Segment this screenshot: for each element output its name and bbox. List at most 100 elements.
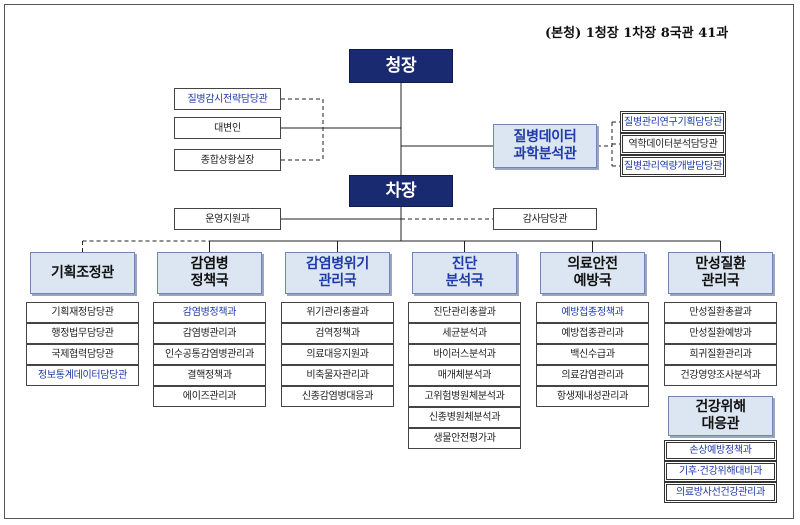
bureau-box: 기획조정관 (30, 252, 135, 294)
bureau-box-line: 감염병 (190, 256, 229, 273)
division-box: 세균분석과 (408, 323, 521, 344)
bureau-box-line: 예방국 (573, 273, 612, 289)
division-box: 감염병관리과 (153, 323, 266, 344)
data-office-member-box-label: 질병관리역량개발담당관 (624, 160, 722, 172)
commissioner-staff-box: 종합상황실장 (174, 149, 281, 171)
division-box: 의료대응지원과 (281, 344, 394, 365)
division-box-label: 백신수급과 (570, 349, 615, 360)
bureau-box-line: 의료안전 (567, 256, 618, 273)
division-box: 위기관리총괄과 (281, 302, 394, 323)
division-box: 매개체분석과 (408, 365, 521, 386)
division-box: 정보통계데이터담당관 (26, 365, 139, 386)
bureau-box-line: 분석국 (445, 273, 484, 289)
division-box-label: 의료대응지원과 (306, 349, 369, 360)
division-box-label: 감염병정책과 (182, 307, 237, 318)
sub-division-box-label: 손상예방정책과 (689, 445, 752, 456)
division-box: 감염병정책과 (153, 302, 266, 323)
sub-division-box: 손상예방정책과 (664, 440, 777, 461)
data-science-office-box-line: 질병데이터 (513, 129, 577, 146)
division-box: 진단관리총괄과 (408, 302, 521, 323)
audit-office-box: 감사담당관 (493, 208, 597, 230)
division-box: 항생제내성관리과 (536, 386, 649, 407)
division-box: 신종병원체분석과 (408, 407, 521, 428)
bureau-box-line: 감염병위기 (306, 256, 369, 273)
division-box: 검역정책과 (281, 323, 394, 344)
commissioner-staff-box-label: 종합상황실장 (200, 154, 255, 166)
division-box-label: 만성질환예방과 (689, 328, 752, 339)
commissioner-staff-box-label: 대변인 (214, 122, 241, 134)
audit-office-box-label: 감사담당관 (522, 213, 568, 225)
division-box-label: 만성질환총괄과 (689, 307, 752, 318)
division-box: 국제협력담당관 (26, 344, 139, 365)
data-office-member-box: 질병관리역량개발담당관 (620, 155, 726, 177)
division-box: 기획재정담당관 (26, 302, 139, 323)
division-box-label: 에이즈관리과 (182, 391, 237, 402)
division-box: 건강영양조사분석과 (664, 365, 777, 386)
division-box-label: 항생제내성관리과 (556, 391, 629, 402)
bureau-box-line: 정책국 (190, 273, 229, 289)
division-box-label: 매개체분석과 (437, 370, 492, 381)
bureau-box-line: 진단 (451, 256, 478, 273)
division-box-label: 신종감염병대응과 (301, 391, 374, 402)
commissioner-staff-box-label: 질병감시전략담당관 (187, 93, 268, 105)
division-box: 만성질환예방과 (664, 323, 777, 344)
division-box-label: 생물안전평가과 (433, 433, 496, 444)
division-box-label: 검역정책과 (315, 328, 360, 339)
data-office-member-box-label: 역학데이터분석담당관 (628, 138, 718, 150)
commissioner-staff-box: 질병감시전략담당관 (174, 88, 281, 110)
division-box: 결핵정책과 (153, 365, 266, 386)
division-box-label: 위기관리총괄과 (306, 307, 369, 318)
sub-division-box: 기후·건강위해대비과 (664, 461, 777, 482)
division-box-label: 인수공통감염병관리과 (164, 349, 254, 360)
sub-bureau-box-line: 대응관 (701, 416, 740, 432)
sub-bureau-box-line: 건강위해 (695, 399, 746, 416)
division-box-label: 행정법무담당관 (51, 328, 114, 339)
commissioner-box: 청장 (349, 49, 453, 83)
division-box: 만성질환총괄과 (664, 302, 777, 323)
division-box-label: 희귀질환관리과 (689, 349, 752, 360)
division-box: 백신수급과 (536, 344, 649, 365)
division-box-label: 감염병관리과 (182, 328, 237, 339)
division-box: 행정법무담당관 (26, 323, 139, 344)
division-box: 에이즈관리과 (153, 386, 266, 407)
division-box: 의료감염관리과 (536, 365, 649, 386)
division-box: 희귀질환관리과 (664, 344, 777, 365)
sub-division-box-label: 의료방사선건강관리과 (675, 487, 765, 498)
operations-support-box: 운영지원과 (174, 208, 281, 230)
division-box-label: 결핵정책과 (187, 370, 232, 381)
division-box: 비축물자관리과 (281, 365, 394, 386)
bureau-box-line: 기획조정관 (51, 264, 114, 281)
division-box: 고위험병원체분석과 (408, 386, 521, 407)
bureau-box-line: 만성질환 (695, 256, 746, 273)
org-summary-title: (본청) 1청장 1차장 8국관 41과 (545, 26, 729, 41)
division-box: 인수공통감염병관리과 (153, 344, 266, 365)
division-box-label: 국제협력담당관 (51, 349, 114, 360)
data-office-member-box: 역학데이터분석담당관 (620, 133, 726, 155)
division-box-label: 정보통계데이터담당관 (37, 370, 127, 381)
division-box: 신종감염병대응과 (281, 386, 394, 407)
division-box-label: 예방접종관리과 (561, 328, 624, 339)
division-box: 바이러스분석과 (408, 344, 521, 365)
division-box-label: 건강영양조사분석과 (680, 370, 761, 381)
vice-commissioner-box: 차장 (349, 175, 453, 207)
org-chart-frame (4, 4, 794, 519)
division-box-label: 세균분석과 (442, 328, 487, 339)
division-box-label: 기획재정담당관 (51, 307, 114, 318)
division-box: 예방접종관리과 (536, 323, 649, 344)
division-box-label: 바이러스분석과 (433, 349, 496, 360)
division-box: 예방접종정책과 (536, 302, 649, 323)
division-box-label: 진단관리총괄과 (433, 307, 496, 318)
data-office-member-box: 질병관리연구기획담당관 (620, 111, 726, 133)
data-science-office-box-line: 과학분석관 (513, 146, 577, 162)
data-office-member-box-label: 질병관리연구기획담당관 (624, 116, 722, 128)
division-box-label: 예방접종정책과 (561, 307, 624, 318)
bureau-box-line: 관리국 (701, 273, 740, 289)
bureau-box-line: 관리국 (318, 273, 357, 289)
